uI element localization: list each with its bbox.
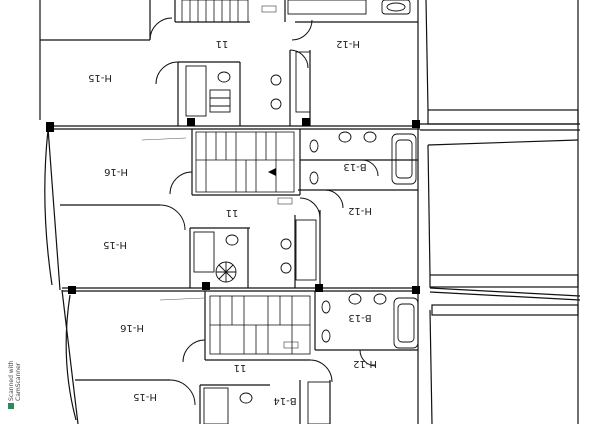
room-labels: H-12 11 H-15 B-13 H-16 H-12 11 H-15 B-13… bbox=[88, 38, 377, 406]
room-label-h12-unit1: H-12 bbox=[336, 38, 360, 49]
room-label-h16-unit2: H-16 bbox=[104, 166, 128, 177]
room-label-b13-unit2: B-13 bbox=[343, 161, 366, 172]
bathroom-fixtures bbox=[185, 0, 419, 424]
room-label-b14-unit3: B-14 bbox=[273, 395, 296, 406]
room-label-h12-unit2: H-12 bbox=[348, 205, 372, 216]
room-label-b13-unit3: B-13 bbox=[348, 312, 371, 323]
room-label-11-unit3: 11 bbox=[234, 362, 247, 373]
room-label-h15-unit1: H-15 bbox=[88, 72, 112, 83]
room-label-11-unit1: 11 bbox=[216, 38, 229, 49]
room-label-h15-unit3: H-15 bbox=[133, 391, 157, 402]
camscanner-watermark: Scanned with CamScanner bbox=[8, 360, 22, 409]
room-label-h16-unit3: H-16 bbox=[120, 322, 144, 333]
structural-pillars bbox=[46, 118, 420, 294]
drawing-annotations bbox=[141, 5, 299, 349]
wall-lines bbox=[39, 0, 581, 424]
room-label-h12-unit3: H-12 bbox=[353, 358, 377, 369]
staircases bbox=[181, 0, 311, 355]
room-label-11-unit2: 11 bbox=[226, 207, 239, 218]
watermark-line2: CamScanner bbox=[15, 362, 22, 401]
door-swings bbox=[149, 17, 379, 406]
watermark-line1: Scanned with bbox=[8, 360, 15, 401]
room-label-h15-unit2: H-15 bbox=[103, 239, 127, 250]
